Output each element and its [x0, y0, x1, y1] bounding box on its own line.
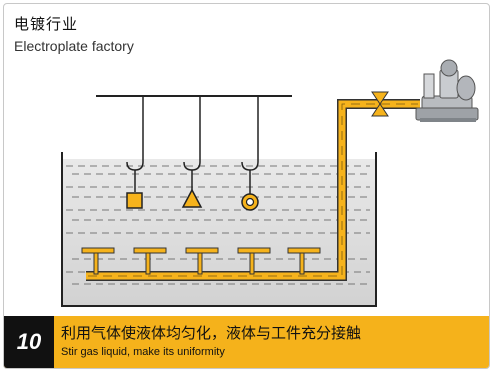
ring-workpiece-icon: [241, 193, 259, 211]
triangle-workpiece-icon: [181, 188, 203, 208]
blower-icon: [415, 59, 479, 122]
title-english: Electroplate factory: [14, 38, 134, 54]
step-number: 10: [4, 316, 54, 368]
description-chinese: 利用气体使液体均匀化，液体与工件充分接触: [61, 325, 362, 342]
description-english: Stir gas liquid, make its uniformity: [61, 346, 225, 358]
air-pipe: [86, 99, 420, 281]
tank-outline: [61, 152, 377, 307]
valve-icon: [371, 91, 389, 117]
diffusers: [81, 247, 321, 275]
footer-bar: 10 利用气体使液体均匀化，液体与工件充分接触 Stir gas liquid,…: [4, 316, 489, 368]
diagram-card: 电镀行业 Electroplate factory: [3, 3, 490, 369]
electroplating-diagram: [61, 59, 479, 307]
hangers: [126, 96, 259, 194]
title-chinese: 电镀行业: [14, 16, 79, 33]
square-workpiece-icon: [126, 192, 143, 209]
